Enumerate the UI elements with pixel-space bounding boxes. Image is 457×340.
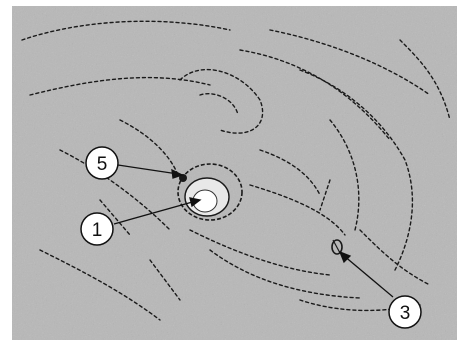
photo-grain bbox=[12, 6, 457, 340]
leader-lines bbox=[113, 164, 394, 298]
callout-5-label: 5 bbox=[97, 154, 108, 175]
callout-5: 5 bbox=[85, 146, 119, 180]
callout-1: 1 bbox=[80, 212, 114, 246]
callout-3: 3 bbox=[388, 295, 422, 329]
part-sketch bbox=[21, 20, 451, 321]
callout-1-label: 1 bbox=[92, 220, 103, 241]
callout-3-label: 3 bbox=[400, 303, 411, 324]
